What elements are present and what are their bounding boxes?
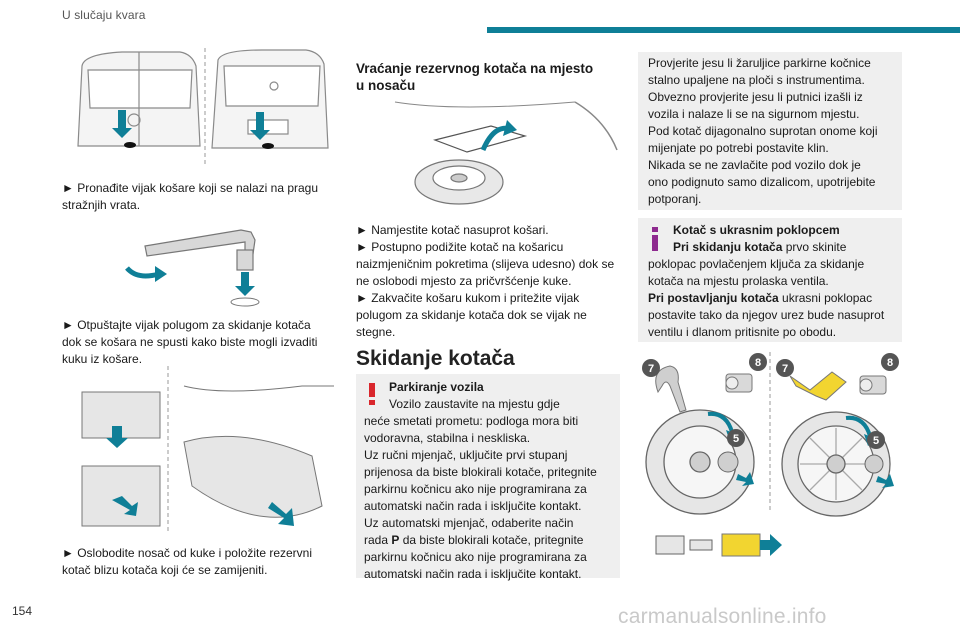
rear-doors-illustration bbox=[77, 48, 329, 166]
warning-exclamation-icon bbox=[369, 383, 375, 405]
badge-5-right: 5 bbox=[867, 431, 885, 449]
warning-line: prijenosa da biste blokirali kotače, pri… bbox=[364, 465, 597, 479]
safety-line: mijenjate po potrebi postavite klin. bbox=[648, 141, 829, 155]
safety-line: stalno upaljene na ploči s instrumentima… bbox=[648, 73, 865, 87]
badge-8-right: 8 bbox=[881, 353, 899, 371]
svg-text:5: 5 bbox=[733, 433, 739, 445]
header-accent-bar bbox=[487, 27, 960, 33]
warning-line: parkirnu kočnicu ako nije programirana z… bbox=[364, 482, 587, 496]
svg-text:7: 7 bbox=[782, 363, 788, 375]
step-find-screw: ► Pronađite vijak košare koji se nalazi … bbox=[62, 181, 319, 212]
wheel-trim-illustration bbox=[645, 352, 894, 557]
safety-line: ono podignuto samo dizalicom, upotrijebi… bbox=[648, 175, 876, 189]
warning-line: automatski način rada i isključite konta… bbox=[364, 567, 582, 581]
spare-wheel-basket-illustration bbox=[81, 366, 334, 531]
refit-spare-steps: ► Namjestite kotač nasuprot košari. ► Po… bbox=[356, 223, 615, 339]
safety-line: Provjerite jesu li žaruljice parkirne ko… bbox=[648, 56, 871, 70]
watermark: carmanualsonline.info bbox=[618, 605, 827, 628]
info-title: Kotač s ukrasnim poklopcem bbox=[673, 223, 840, 237]
warning-line: Vozilo zaustavite na mjestu gdje bbox=[389, 397, 560, 411]
badge-5-left: 5 bbox=[727, 429, 745, 447]
warning-line: vodoravna, stabilna i neskliska. bbox=[364, 431, 531, 445]
page-number: 154 bbox=[12, 604, 33, 618]
warning-line: Uz automatski mjenjač, odaberite način bbox=[364, 516, 574, 530]
svg-text:8: 8 bbox=[755, 357, 761, 369]
svg-text:7: 7 bbox=[648, 363, 654, 375]
warning-title: Parkiranje vozila bbox=[389, 380, 484, 394]
warning-line: automatski način rada i isključite konta… bbox=[364, 499, 582, 513]
safety-line: potporanj. bbox=[648, 192, 702, 206]
safety-line: vozila i nalaze li se na sigurnom mjestu… bbox=[648, 107, 860, 121]
svg-text:8: 8 bbox=[887, 357, 893, 369]
safety-line: Obvezno provjerite jesu li putnici izašl… bbox=[648, 90, 863, 104]
number-badges: 7 8 5 7 8 5 bbox=[642, 353, 899, 449]
heading-wheel-removal: Skidanje kotača bbox=[356, 347, 515, 370]
warning-line: Uz ručni mjenjač, uključite prvi stupanj bbox=[364, 448, 568, 462]
info-line: kotača na mjestu prolaska ventila. bbox=[648, 274, 829, 288]
safety-checks-box: Provjerite jesu li žaruljice parkirne ko… bbox=[638, 52, 902, 210]
refit-spare-illustration bbox=[394, 101, 618, 205]
info-line-removal: Pri skidanju kotača prvo skinite bbox=[673, 240, 847, 254]
warning-line: neće smetati prometu: podloga mora biti bbox=[364, 414, 579, 428]
step-release-carrier: ► Oslobodite nosač od kuke i položite re… bbox=[62, 546, 313, 577]
info-box-wheel-trim: Kotač s ukrasnim poklopcem Pri skidanju … bbox=[638, 218, 902, 342]
info-line-fitting: Pri postavljanju kotača ukrasni poklopac bbox=[648, 291, 873, 305]
step-loosen-screw: ► Otpuštajte vijak polugom za skidanje k… bbox=[62, 318, 318, 366]
svg-text:5: 5 bbox=[873, 435, 879, 447]
section-title-refit-spare: Vraćanje rezervnog kotača na mjesto u no… bbox=[356, 61, 594, 93]
info-i-icon bbox=[652, 227, 658, 251]
wheel-brace-illustration bbox=[125, 229, 260, 307]
badge-8-left: 8 bbox=[749, 353, 767, 371]
warning-line-gear-p: rada P da biste blokirali kotače, priteg… bbox=[364, 533, 584, 547]
safety-line: Nikada se ne zavlačite pod vozilo dok je bbox=[648, 158, 861, 172]
info-line: poklopac povlačenjem ključa za skidanje bbox=[648, 257, 865, 271]
header-title: U slučaju kvara bbox=[62, 8, 146, 22]
info-line: postavite tako da njegov urez bude nasup… bbox=[648, 308, 885, 322]
warning-box-parking: Parkiranje vozila Vozilo zaustavite na m… bbox=[356, 374, 620, 581]
info-line: ventilu i dlanom pritisnite po obodu. bbox=[648, 325, 837, 339]
safety-line: Pod kotač dijagonalno suprotan onome koj… bbox=[648, 124, 878, 138]
badge-7-left: 7 bbox=[642, 359, 660, 377]
badge-7-right: 7 bbox=[776, 359, 794, 377]
warning-line: parkirnu kočnicu ako nije programirana z… bbox=[364, 550, 587, 564]
